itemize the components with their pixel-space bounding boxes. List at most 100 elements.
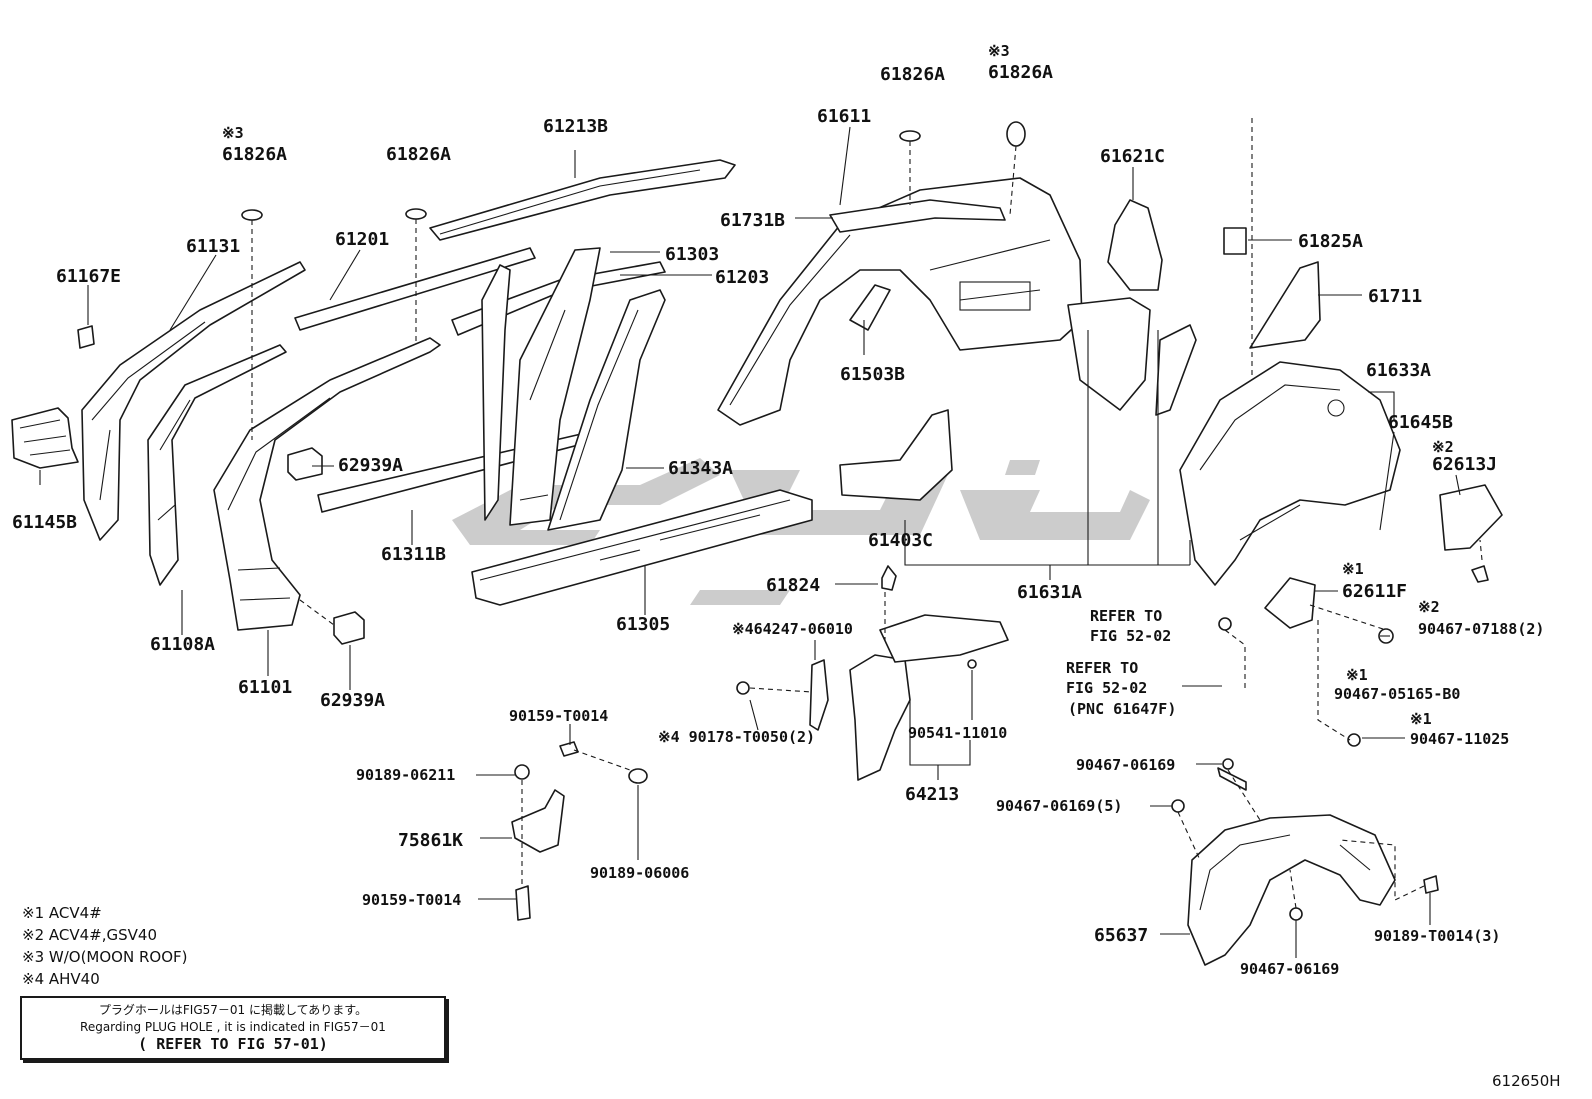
part-61711-extension bbox=[1249, 261, 1321, 349]
label-61145b: 61145B bbox=[12, 512, 77, 533]
label-61101: 61101 bbox=[238, 677, 292, 698]
applicability-legend: ※1 ACV4# ※2 ACV4#,GSV40 ※3 W/O(MOON ROOF… bbox=[22, 904, 187, 988]
part-62613j-bracket bbox=[1439, 484, 1503, 551]
part-61826a-plug-3 bbox=[899, 130, 921, 142]
refer-label: (PNC 61647F) bbox=[1068, 700, 1176, 718]
refer-label: REFER TO bbox=[1066, 659, 1138, 677]
part-61826a-plug-4 bbox=[1006, 121, 1026, 147]
label-90178-t0050: ※4 90178-T0050(2) bbox=[658, 728, 815, 746]
label-90189-t0014: 90189-T0014(3) bbox=[1374, 927, 1500, 945]
label-90159-t0014: 90159-T0014 bbox=[509, 707, 608, 725]
part-61108a-pillar-reinforce bbox=[147, 344, 287, 586]
label-64213: 64213 bbox=[905, 784, 959, 805]
part-62939a-pad-2 bbox=[333, 611, 365, 645]
label-62611f: 62611F bbox=[1342, 581, 1407, 602]
notice-reference: ( REFER TO FIG 57-01) bbox=[138, 1035, 328, 1053]
label-90159-t0014: 90159-T0014 bbox=[362, 891, 461, 909]
label-65637: 65637 bbox=[1094, 925, 1148, 946]
callout-labels: ※3 61826A 61826A 61826A ※3 61826A 61167E… bbox=[12, 42, 1544, 978]
legend-note-4: ※4 AHV40 bbox=[22, 970, 100, 988]
label-61201: 61201 bbox=[335, 229, 389, 250]
part-61826a-plug-2 bbox=[405, 208, 427, 220]
label-90189-06211: 90189-06211 bbox=[356, 766, 455, 784]
part-61131-front-pillar-outer bbox=[81, 261, 306, 541]
label-61826a: 61826A bbox=[988, 62, 1053, 83]
part-61305-rocker-inner bbox=[471, 489, 813, 606]
part-61403c-rail bbox=[839, 409, 953, 501]
part-61621c-extension bbox=[1107, 199, 1163, 291]
part-61303-center-pillar bbox=[481, 247, 601, 526]
label-61167e: 61167E bbox=[56, 266, 121, 287]
part-61731b-panel-inner bbox=[829, 199, 1006, 233]
fastener-symbols bbox=[514, 565, 1489, 921]
label-61826a: 61826A bbox=[222, 144, 287, 165]
part-64247-hook bbox=[809, 659, 829, 731]
legend-note-1: ※1 ACV4# bbox=[22, 904, 102, 922]
part-61611-quarter-panel bbox=[717, 177, 1083, 426]
label-90467-06169: 90467-06169 bbox=[1240, 960, 1339, 978]
part-61145b-bracket bbox=[11, 407, 79, 469]
label-61631a: 61631A bbox=[1017, 582, 1082, 603]
part-61826a-plug-1 bbox=[241, 209, 263, 221]
label-61633a: 61633A bbox=[1366, 360, 1431, 381]
label-61711: 61711 bbox=[1368, 286, 1422, 307]
note-marker: ※1 bbox=[1410, 710, 1432, 728]
label-61203: 61203 bbox=[715, 267, 769, 288]
label-61621c: 61621C bbox=[1100, 146, 1165, 167]
label-61305: 61305 bbox=[616, 614, 670, 635]
label-61108a: 61108A bbox=[150, 634, 215, 655]
label-75861k: 75861K bbox=[398, 830, 463, 851]
legend-note-3: ※3 W/O(MOON ROOF) bbox=[22, 948, 187, 966]
part-61201-rail bbox=[294, 247, 536, 331]
refer-label: FIG 52-02 bbox=[1066, 679, 1147, 697]
label-90467-06169: 90467-06169 bbox=[1076, 756, 1175, 774]
label-61611: 61611 bbox=[817, 106, 871, 127]
label-62939a: 62939A bbox=[338, 455, 403, 476]
label-61826a: 61826A bbox=[880, 64, 945, 85]
part-61633a-wheelhouse bbox=[1179, 361, 1401, 586]
notice-japanese: プラグホールはFIG57－01 に掲載してあります。 bbox=[98, 1003, 368, 1017]
legend-note-2: ※2 ACV4#,GSV40 bbox=[22, 926, 157, 944]
label-90467-05165-b0: 90467-05165-B0 bbox=[1334, 685, 1460, 703]
note-marker: ※1 bbox=[1346, 666, 1368, 684]
label-90467-06169: 90467-06169(5) bbox=[996, 797, 1122, 815]
note-marker: ※3 bbox=[222, 124, 244, 142]
part-75861k-bracket bbox=[511, 789, 565, 853]
label-90189-06006: 90189-06006 bbox=[590, 864, 689, 882]
note-marker: ※1 bbox=[1342, 560, 1364, 578]
label-62939a: 62939A bbox=[320, 690, 385, 711]
label-61131: 61131 bbox=[186, 236, 240, 257]
label-90467-07188: 90467-07188(2) bbox=[1418, 620, 1544, 638]
refer-label: FIG 52-02 bbox=[1090, 627, 1171, 645]
part-64213-panel bbox=[849, 614, 1009, 781]
part-62611f-bracket bbox=[1264, 577, 1316, 629]
label-61403c: 61403C bbox=[868, 530, 933, 551]
plug-hole-notice: プラグホールはFIG57－01 に掲載してあります。 Regarding PLU… bbox=[20, 996, 446, 1060]
part-65637-liner bbox=[1187, 814, 1396, 966]
label-90467-11025: 90467-11025 bbox=[1410, 730, 1509, 748]
part-61825a-seal bbox=[1223, 227, 1247, 255]
part-61824-seal bbox=[881, 565, 897, 591]
label-62613j: 62613J bbox=[1432, 454, 1497, 475]
figure-code: 612650H bbox=[1492, 1072, 1561, 1090]
part-61213b-roof-rail bbox=[429, 159, 736, 241]
part-61343a-pillar-reinforce bbox=[547, 289, 666, 531]
label-61824: 61824 bbox=[766, 575, 820, 596]
label-61311b: 61311B bbox=[381, 544, 446, 565]
notice-english: Regarding PLUG HOLE , it is indicated in… bbox=[80, 1020, 386, 1034]
part-61503b-bracket bbox=[849, 284, 891, 331]
part-62939a-pad-1 bbox=[287, 447, 323, 481]
leader-lines bbox=[39, 126, 1461, 958]
label-61303: 61303 bbox=[665, 244, 719, 265]
label-61213b: 61213B bbox=[543, 116, 608, 137]
label-61825a: 61825A bbox=[1298, 231, 1363, 252]
note-marker: ※2 bbox=[1432, 438, 1454, 456]
label-61645b: 61645B bbox=[1388, 412, 1453, 433]
label-64247-06010: ※464247-06010 bbox=[732, 620, 853, 638]
label-61343a: 61343A bbox=[668, 458, 733, 479]
label-61826a: 61826A bbox=[386, 144, 451, 165]
label-90541-11010: 90541-11010 bbox=[908, 724, 1007, 742]
assembly-lines bbox=[251, 118, 1483, 909]
